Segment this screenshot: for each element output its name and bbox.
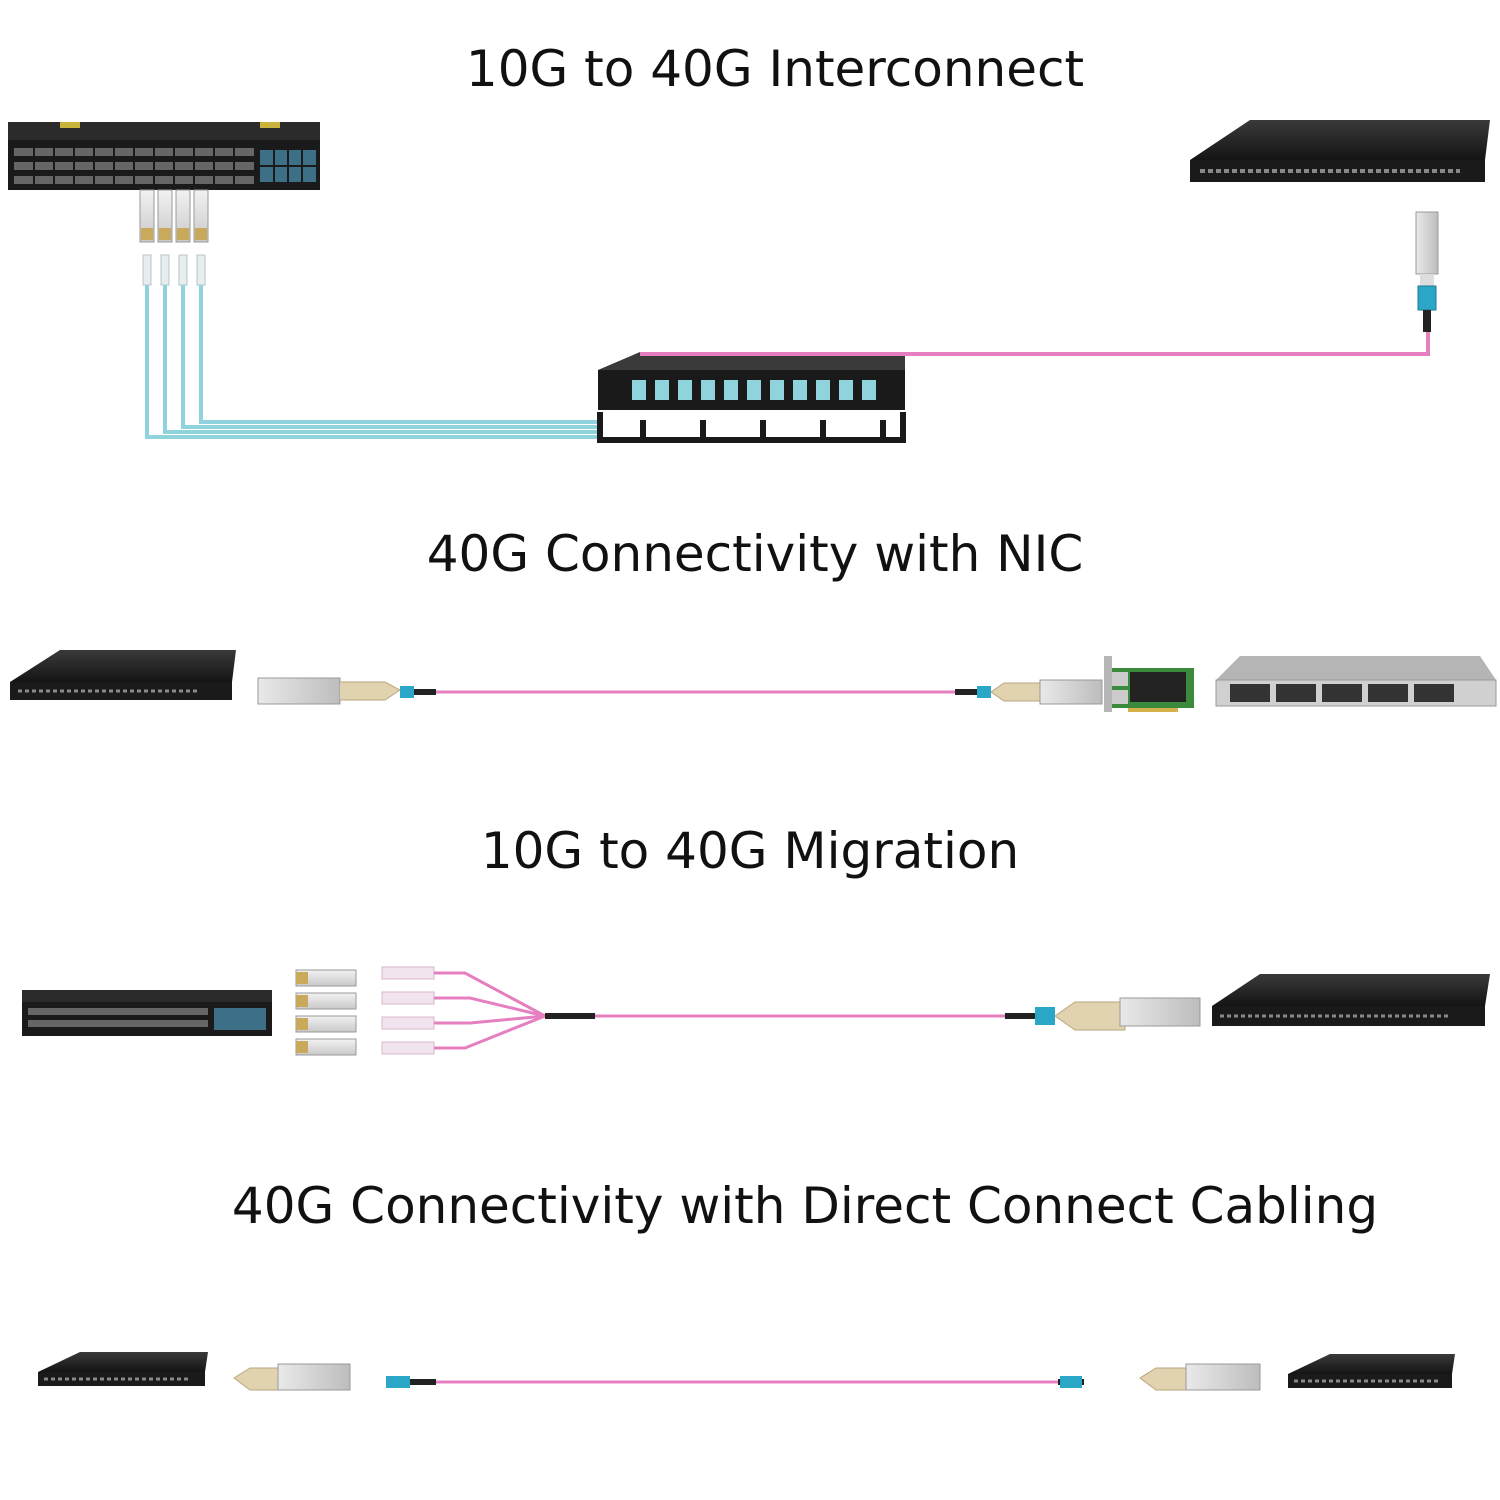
lc-connector-icon — [381, 966, 435, 1055]
qsfp-transceiver-icon — [1415, 211, 1439, 286]
lc-connector-icon — [142, 254, 206, 286]
fiber-patch-panel-icon — [597, 352, 906, 443]
sfp-transceiver-icon — [139, 189, 209, 243]
switch-40g-icon — [1212, 974, 1490, 1026]
switch-48port-icon — [8, 122, 320, 190]
mtp-connector-icon — [1417, 285, 1437, 332]
qsfp-transceiver-icon — [233, 1363, 351, 1391]
section-title-migration: 10G to 40G Migration — [480, 822, 1020, 880]
rack-server-icon — [1215, 656, 1497, 707]
aqua-fiber-bundle — [145, 285, 613, 439]
qsfp-transceiver-icon — [1139, 1363, 1261, 1391]
breakout-boot — [545, 1013, 595, 1019]
mtp-connector-icon — [1058, 1376, 1084, 1388]
qsfp-transceiver-icon — [1054, 997, 1201, 1031]
pink-fiber-trunk — [640, 330, 1430, 356]
mtp-connector-icon — [1005, 1007, 1055, 1025]
section-title-direct-connect: 40G Connectivity with Direct Connect Cab… — [231, 1177, 1379, 1235]
switch-40g-icon — [1190, 120, 1490, 182]
mtp-connector-icon — [386, 1376, 436, 1388]
sfp-transceiver-icon — [295, 969, 357, 1056]
switch-48port-icon — [22, 990, 272, 1036]
section-title-nic: 40G Connectivity with NIC — [426, 525, 1084, 583]
mtp-connector-icon — [955, 686, 991, 698]
switch-40g-icon — [38, 1352, 208, 1386]
switch-40g-icon — [10, 650, 236, 700]
switch-40g-icon — [1288, 1354, 1455, 1388]
qsfp-transceiver-icon — [257, 677, 401, 705]
qsfp-transceiver-icon — [990, 679, 1103, 705]
section-title-interconnect: 10G to 40G Interconnect — [465, 40, 1085, 98]
mtp-connector-icon — [400, 686, 436, 698]
nic-card-icon — [1104, 656, 1194, 712]
pink-breakout-cable — [434, 971, 1005, 1050]
